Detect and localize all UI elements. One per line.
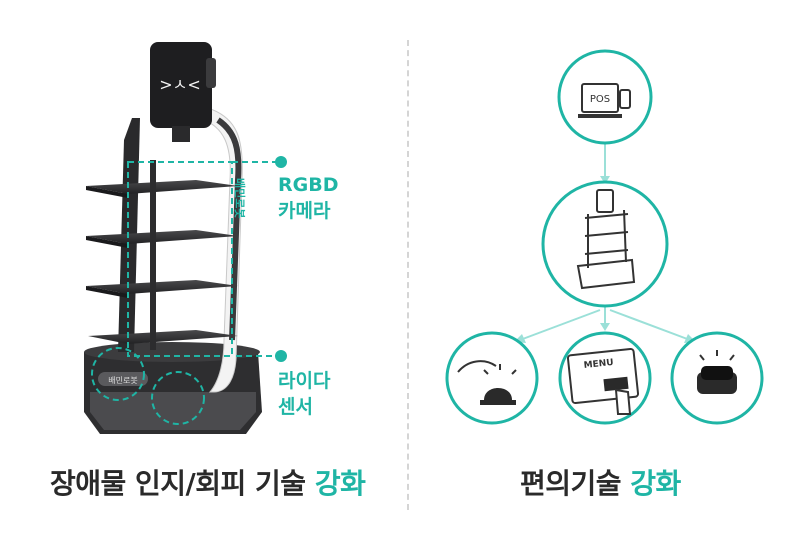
rgbd-callout-dot (275, 156, 287, 168)
left-caption: 장애물 인지/회피 기술 강화 (50, 462, 366, 502)
right-caption-main: 편의기술 (520, 467, 631, 500)
convenience-flow-diagram: POS MENU (445, 49, 764, 425)
rgbd-camera-callout-lines (91, 161, 280, 425)
panel-divider (407, 40, 409, 510)
right-caption: 편의기술 강화 (520, 462, 681, 502)
menu-label: MENU (583, 358, 614, 371)
lidar-label-line1: 라이다 (278, 370, 331, 392)
lidar-callout-dot (275, 350, 287, 362)
lidar-label-line2: 센서 (278, 396, 313, 418)
lidar-sensor-label: 라이다 센서 (278, 368, 330, 420)
serving-robot: 배민로봇 배민로봇 >ㅅ< (84, 42, 262, 434)
right-caption-accent: 강화 (630, 467, 681, 500)
rgbd-label-line1: RGBD (278, 174, 339, 196)
left-caption-main: 장애물 인지/회피 기술 (50, 467, 315, 500)
robot-face: >ㅅ< (159, 75, 201, 94)
rgbd-label-line2: 카메라 (278, 200, 331, 222)
left-caption-accent: 강화 (314, 467, 366, 500)
rgbd-camera-label: RGBD 카메라 (278, 172, 338, 224)
svg-text:배민로봇: 배민로봇 (233, 178, 247, 218)
pos-label: POS (590, 94, 610, 105)
robot-brand-badge: 배민로봇 (108, 375, 137, 385)
